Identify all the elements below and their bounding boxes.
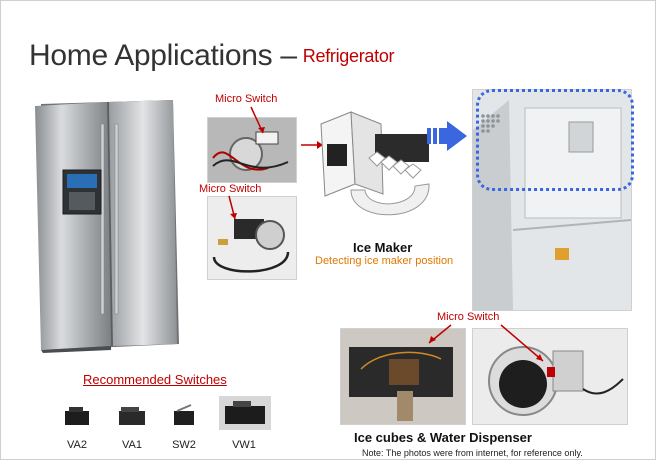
switch-label-va2: VA2 xyxy=(67,439,87,451)
switch-sw2-image xyxy=(174,404,194,425)
micro-switch-label-2: Micro Switch xyxy=(199,183,262,195)
title-subtitle: Refrigerator xyxy=(302,46,395,66)
dispenser-photo-1 xyxy=(340,328,466,425)
dispenser-title: Ice cubes & Water Dispenser xyxy=(354,430,532,445)
refrigerator-image xyxy=(35,100,179,353)
blue-arrow-icon xyxy=(427,121,467,151)
dispenser-pointer-arrows xyxy=(428,324,544,362)
dispenser-photo-2 xyxy=(472,328,628,425)
switch-va1-image xyxy=(119,407,145,425)
micro-switch-label-1: Micro Switch xyxy=(215,93,278,105)
ice-maker-image xyxy=(320,111,430,216)
ice-maker-title: Ice Maker xyxy=(353,240,413,255)
highlight-dotted-frame xyxy=(476,89,634,191)
switch-label-sw2: SW2 xyxy=(172,439,196,451)
micro-switch-label-3: Micro Switch xyxy=(437,311,500,323)
micro-switch-photo-2 xyxy=(207,196,297,280)
red-pointer-arrows xyxy=(228,106,323,220)
title-text: Home Applications – xyxy=(29,39,297,72)
switch-label-va1: VA1 xyxy=(122,439,142,451)
switch-vw1-image xyxy=(219,396,271,430)
switch-label-vw1: VW1 xyxy=(232,439,256,451)
micro-switch-photo-1 xyxy=(207,117,297,183)
fridge-interior-photo xyxy=(472,89,632,311)
reference-note: Note: The photos were from internet, for… xyxy=(362,448,583,458)
ice-maker-caption: Detecting ice maker position xyxy=(315,255,454,267)
slide-title: Home Applications –Refrigerator xyxy=(29,39,395,73)
recommended-switches-title: Recommended Switches xyxy=(83,372,227,387)
switch-va2-image xyxy=(65,407,89,425)
